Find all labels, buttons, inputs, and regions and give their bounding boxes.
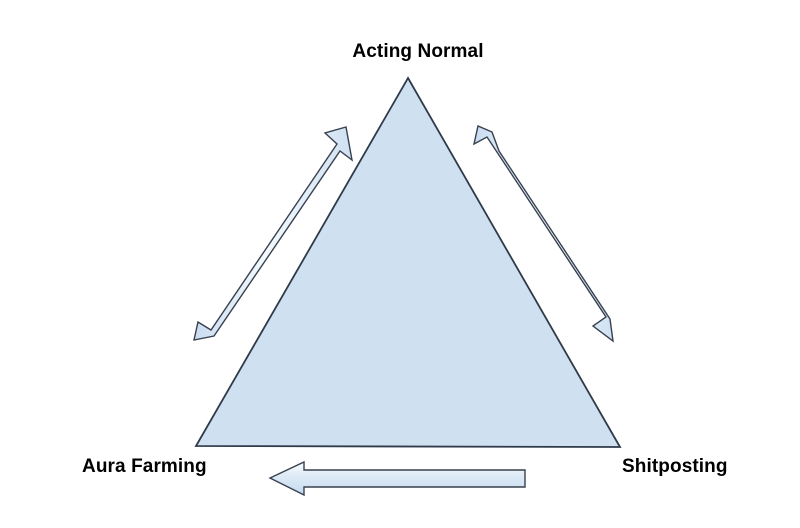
node-label-acting-normal: Acting Normal [352, 41, 484, 62]
arrow-shaft-bottom [268, 460, 526, 497]
arrow-shaft-left [193, 126, 354, 341]
arrow-shaft-right [472, 125, 614, 343]
arrow-acting-normal-to-shitposting [472, 125, 614, 343]
triangle-shape [194, 76, 622, 448]
node-label-aura-farming: Aura Farming [82, 456, 207, 477]
arrow-shitposting-to-aura-farming [268, 460, 526, 497]
arrow-aura-farming-to-acting-normal [193, 126, 354, 341]
node-label-shitposting: Shitposting [622, 456, 728, 477]
